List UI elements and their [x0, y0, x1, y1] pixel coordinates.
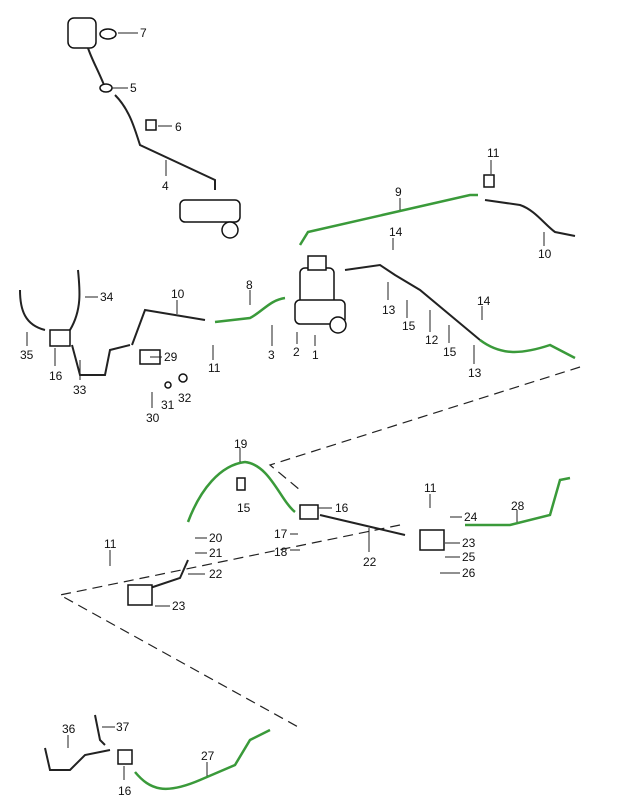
- label-26: 26: [462, 566, 476, 580]
- label-16: 16: [118, 784, 132, 798]
- tee-16: [49, 329, 71, 347]
- label-14: 14: [389, 225, 403, 239]
- label-13: 13: [382, 303, 396, 317]
- brake-line-19: [186, 460, 296, 523]
- dashed-connector-upper: [268, 366, 581, 491]
- label-16: 16: [335, 501, 349, 515]
- label-11: 11: [487, 146, 500, 160]
- brake-line-12: [479, 338, 576, 360]
- label-10: 10: [171, 287, 185, 301]
- label-35: 35: [20, 348, 34, 362]
- label-28: 28: [511, 499, 525, 513]
- line-36: [44, 747, 111, 771]
- line-13-15: [344, 263, 481, 341]
- line-37: [94, 714, 106, 746]
- label-13: 13: [468, 366, 482, 380]
- hose-22-left: [149, 559, 189, 589]
- label-33: 33: [73, 383, 87, 397]
- label-3: 3: [268, 348, 275, 362]
- tee-16-lower: [299, 504, 319, 520]
- label-25: 25: [462, 550, 476, 564]
- hose-22-center: [319, 514, 406, 536]
- label-36: 36: [62, 722, 76, 736]
- label-22: 22: [363, 555, 377, 569]
- label-18: 18: [274, 545, 288, 559]
- label-9: 9: [395, 185, 402, 199]
- brake-line-9: [298, 193, 478, 246]
- hose-10-right: [484, 199, 576, 237]
- label-4: 4: [162, 179, 169, 193]
- label-21: 21: [209, 546, 223, 560]
- label-12: 12: [425, 333, 439, 347]
- label-20: 20: [209, 531, 223, 545]
- label-37: 37: [116, 720, 130, 734]
- label-6: 6: [175, 120, 182, 134]
- label-29: 29: [164, 350, 178, 364]
- label-31: 31: [161, 398, 175, 412]
- line-33: [71, 344, 131, 376]
- label-5: 5: [130, 81, 137, 95]
- label-14: 14: [477, 294, 491, 308]
- label-24: 24: [464, 510, 478, 524]
- label-19: 19: [234, 437, 248, 451]
- label-16: 16: [49, 369, 63, 383]
- clip-11: [483, 174, 495, 188]
- line-4: [114, 94, 216, 190]
- part-labels: 7 5 6 4 11 9 10 14 34 10 8 13 15 12 15 1…: [20, 26, 552, 798]
- wheel-cylinder-23-right: [419, 529, 445, 551]
- label-11: 11: [104, 537, 117, 551]
- master-cylinder: [294, 255, 347, 334]
- line-34: [69, 269, 81, 331]
- label-7: 7: [140, 26, 147, 40]
- label-23: 23: [172, 599, 186, 613]
- label-32: 32: [178, 391, 192, 405]
- label-10: 10: [538, 247, 552, 261]
- label-30: 30: [146, 411, 160, 425]
- master-cylinder-top: [179, 199, 241, 239]
- tee-16-bottom: [117, 749, 133, 765]
- dashed-connector-lower: [58, 524, 401, 729]
- label-11: 11: [208, 361, 221, 375]
- reservoir: [67, 17, 157, 131]
- label-17: 17: [274, 527, 288, 541]
- label-23: 23: [462, 536, 476, 550]
- label-1: 1: [312, 348, 319, 362]
- label-8: 8: [246, 278, 253, 292]
- wheel-cylinder-23-left: [127, 584, 153, 606]
- brake-line-8: [214, 296, 286, 324]
- label-15: 15: [237, 501, 251, 515]
- hose-10-left: [131, 308, 206, 346]
- label-15: 15: [443, 345, 457, 359]
- label-22: 22: [209, 567, 223, 581]
- brake-line-27: [134, 728, 271, 791]
- brake-line-28: [465, 476, 571, 527]
- label-34: 34: [100, 290, 114, 304]
- label-27: 27: [201, 749, 215, 763]
- line-35: [19, 289, 46, 331]
- label-11: 11: [424, 481, 437, 495]
- label-2: 2: [293, 345, 300, 359]
- label-15: 15: [402, 319, 416, 333]
